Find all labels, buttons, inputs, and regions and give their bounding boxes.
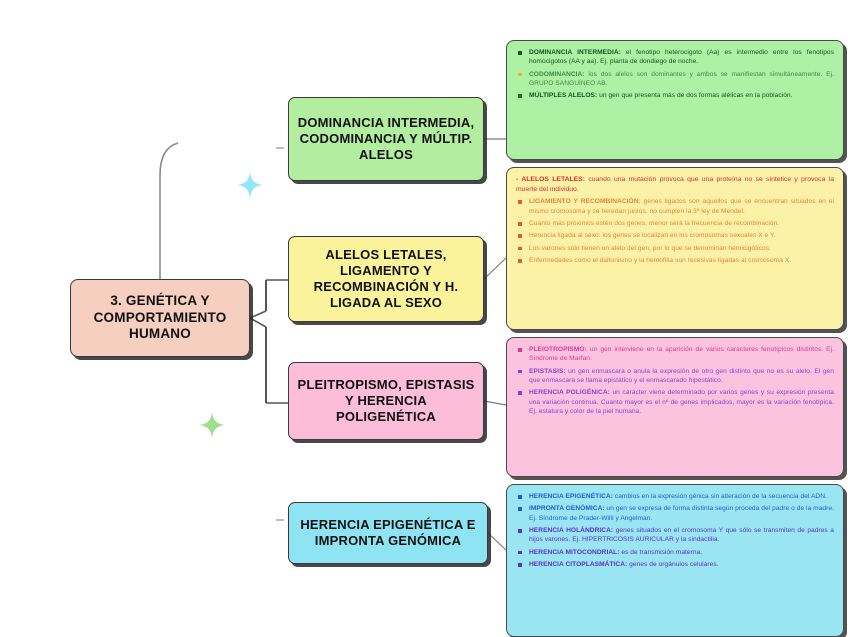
detail-panel-alelos-letales[interactable]: - ALELOS LETALES: cuando una mutación pr… xyxy=(506,167,844,330)
detail-panel-dominancia-intermedia[interactable]: DOMINANCIA INTERMEDIA: el fenotipo heter… xyxy=(506,40,844,160)
detail-panel-herencia-epigenetica[interactable]: HERENCIA EPIGENÉTICA: cambios en la expr… xyxy=(506,484,844,637)
detail-item-bold: EPISTASIS: xyxy=(529,367,566,375)
branch-node-dominancia-intermedia[interactable]: DOMINANCIA INTERMEDIA, CODOMINANCIA Y MÚ… xyxy=(288,97,484,181)
detail-item: Enfermedades como el daltonismo y la hem… xyxy=(516,256,834,265)
detail-item-text: cambios en la expresión génica sin alter… xyxy=(612,493,827,500)
detail-item-text: un gen enmascara o anula la expresión de… xyxy=(529,367,834,385)
detail-item-bold: MÚLTIPLES ALELOS: xyxy=(529,92,598,100)
detail-item: HERENCIA EPIGENÉTICA: cambios en la expr… xyxy=(516,492,834,501)
detail-item-bold: CODOMINANCIA: xyxy=(529,70,585,78)
detail-item-text: genes de orgánulos celulares. xyxy=(627,561,719,569)
detail-item-text: el fenotipo heterocigoto (Aa) es interme… xyxy=(529,49,834,66)
sparkle-icon-cyan xyxy=(237,172,263,198)
detail-list: PLEIOTROPISMO: un gen interviene en la a… xyxy=(516,345,834,417)
detail-item-text: un carácter viene determinado por varios… xyxy=(529,389,834,416)
detail-item: CODOMINANCIA: los dos alelos son dominan… xyxy=(516,70,834,89)
detail-item: Herencia ligada al sexo: los genes se lo… xyxy=(516,231,834,240)
detail-item-bold: LIGAMIENTO Y RECOMBINACIÓN: xyxy=(529,198,641,206)
detail-list: HERENCIA EPIGENÉTICA: cambios en la expr… xyxy=(516,492,834,570)
detail-list: DOMINANCIA INTERMEDIA: el fenotipo heter… xyxy=(516,48,834,101)
branch-node-herencia-epigenetica[interactable]: HERENCIA EPIGENÉTICA E IMPRONTA GENÓMICA xyxy=(288,502,488,564)
detail-lead-bold: - ALELOS LETALES: xyxy=(516,176,585,183)
branch-node-label: ALELOS LETALES, LIGAMENTO Y RECOMBINACIÓ… xyxy=(313,247,459,310)
detail-panel-pleitropismo[interactable]: PLEIOTROPISMO: un gen interviene en la a… xyxy=(506,337,844,477)
detail-item: Los varones sólo tienen un alelo del gen… xyxy=(516,244,834,253)
sparkle-icon-green xyxy=(199,412,225,438)
detail-lead: - ALELOS LETALES: cuando una mutación pr… xyxy=(516,175,834,194)
detail-item: IMPRONTA GENÓMICA: un gen se expresa de … xyxy=(516,504,834,523)
detail-item: HERENCIA MITOCONDRIAL: es de transmisión… xyxy=(516,548,834,557)
detail-item: EPISTASIS: un gen enmascara o anula la e… xyxy=(516,367,834,386)
branch-node-pleitropismo[interactable]: PLEITROPISMO, EPISTASIS Y HERENCIA POLIG… xyxy=(288,362,484,440)
detail-item-text: los dos alelos son dominantes y ambos se… xyxy=(529,70,834,88)
detail-item-text: Enfermedades como el daltonismo y la hem… xyxy=(529,257,792,265)
detail-item-bold: HERENCIA MITOCONDRIAL: xyxy=(529,548,620,556)
branch-node-label: HERENCIA EPIGENÉTICA E IMPRONTA GENÓMICA xyxy=(300,517,476,548)
detail-item-text: Los varones sólo tienen un alelo del gen… xyxy=(529,244,771,252)
detail-item-text: Cuanto más próximos estén dos genes, men… xyxy=(529,220,780,227)
detail-item: PLEIOTROPISMO: un gen interviene en la a… xyxy=(516,345,834,364)
detail-item-text: un gen interviene en la aparición de var… xyxy=(529,346,834,363)
detail-item: MÚLTIPLES ALELOS: un gen que presenta má… xyxy=(516,91,834,100)
detail-item-bold: HERENCIA CITOPLASMÁTICA: xyxy=(529,561,628,569)
detail-item-bold: HERENCIA EPIGENÉTICA: xyxy=(529,493,613,500)
branch-node-label: PLEITROPISMO, EPISTASIS Y HERENCIA POLIG… xyxy=(297,377,475,424)
detail-item: DOMINANCIA INTERMEDIA: el fenotipo heter… xyxy=(516,48,834,67)
detail-item: LIGAMIENTO Y RECOMBINACIÓN: genes ligado… xyxy=(516,197,834,216)
branch-node-alelos-letales[interactable]: ALELOS LETALES, LIGAMENTO Y RECOMBINACIÓ… xyxy=(288,236,484,322)
detail-item-bold: HERENCIA HOLÁNDRICA: xyxy=(529,527,614,535)
detail-item-text: es de transmisión materna. xyxy=(619,548,703,556)
detail-item: HERENCIA CITOPLASMÁTICA: genes de orgánu… xyxy=(516,560,834,569)
detail-list: LIGAMIENTO Y RECOMBINACIÓN: genes ligado… xyxy=(516,197,834,265)
detail-item: HERENCIA HOLÁNDRICA: genes situados en e… xyxy=(516,526,834,545)
detail-item-bold: HERENCIA POLIGÉNICA: xyxy=(529,389,610,397)
detail-item-bold: IMPRONTA GENÓMICA: xyxy=(529,505,605,513)
detail-item-bold: PLEIOTROPISMO: xyxy=(529,346,587,353)
detail-item-bold: DOMINANCIA INTERMEDIA: xyxy=(529,49,621,56)
branch-node-label: DOMINANCIA INTERMEDIA, CODOMINANCIA Y MÚ… xyxy=(297,115,475,162)
detail-lead-text: cuando una mutación provoca que una prot… xyxy=(516,176,834,193)
detail-item-text: Herencia ligada al sexo: los genes se lo… xyxy=(529,232,776,240)
detail-item-text: un gen que presenta más de dos formas al… xyxy=(597,92,793,100)
central-node-label: 3. GENÉTICA Y COMPORTAMIENTO HUMANO xyxy=(93,293,227,342)
detail-item-text: un gen se expresa de forma distinta segú… xyxy=(529,505,834,522)
detail-item: Cuanto más próximos estén dos genes, men… xyxy=(516,219,834,228)
detail-item: HERENCIA POLIGÉNICA: un carácter viene d… xyxy=(516,388,834,416)
detail-item-text: genes ligados son aquellos que se encuen… xyxy=(529,198,834,215)
detail-item-text: genes situados en el cromosoma Y que sól… xyxy=(529,527,834,544)
central-node[interactable]: 3. GENÉTICA Y COMPORTAMIENTO HUMANO xyxy=(70,279,250,357)
